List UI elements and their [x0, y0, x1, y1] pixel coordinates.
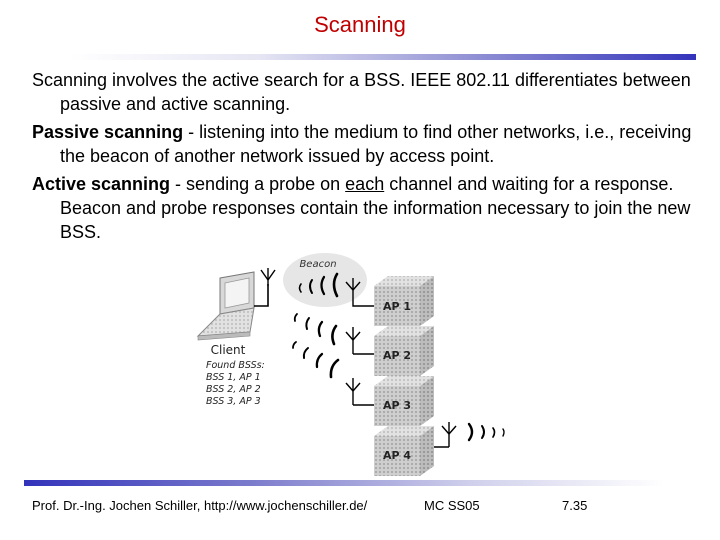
active-scanning-term: Active scanning	[32, 174, 171, 194]
title-divider-bar	[70, 54, 696, 60]
ap-label: AP 3	[383, 399, 411, 412]
ap1-antenna-icon	[345, 278, 374, 307]
passive-scanning-text: - listening into the medium to find othe…	[60, 122, 692, 166]
slide-title: Scanning	[314, 12, 406, 37]
scanning-diagram: Beacon Client Found BSSs: BSS 1, AP 1 BS…	[190, 250, 530, 480]
laptop-icon	[196, 271, 255, 341]
beacon-cloud: Beacon	[283, 253, 367, 307]
slide-body: Scanning involves the active search for …	[32, 68, 702, 248]
paragraph-active-scanning: Active scanning - sending a probe on eac…	[32, 172, 702, 244]
found-bss-item: BSS 2, AP 2	[206, 384, 261, 395]
beacon-label: Beacon	[299, 259, 336, 270]
passive-scanning-term: Passive scanning	[32, 122, 184, 142]
footer-course: MC SS05	[424, 498, 480, 513]
client-label: Client	[211, 343, 246, 357]
client-antenna-icon	[260, 268, 276, 286]
ap4-wave-icon	[467, 422, 505, 442]
found-bss-item: BSS 1, AP 1	[206, 372, 261, 383]
access-point-ap2: AP 2	[374, 326, 434, 376]
footer-author: Prof. Dr.-Ing. Jochen Schiller, http://w…	[32, 498, 368, 513]
ap2-antenna-icon	[345, 327, 374, 355]
active-scanning-underlined: each	[345, 174, 385, 194]
ap-label: AP 1	[383, 300, 411, 313]
found-bss-heading: Found BSSs:	[206, 360, 265, 371]
access-point-ap4: AP 4	[374, 426, 434, 476]
paragraph-intro: Scanning involves the active search for …	[32, 68, 702, 116]
footer-page-number: 7.35	[562, 498, 588, 513]
active-scanning-text-after: channel and waiting for a response. Beac…	[60, 174, 691, 242]
ap-label: AP 4	[383, 449, 411, 462]
intro-text: Scanning involves the active search for …	[32, 70, 691, 114]
access-point-ap3: AP 3	[374, 376, 434, 426]
active-scanning-text-before: - sending a probe on	[170, 174, 346, 194]
probe-wave-icon	[292, 341, 340, 379]
paragraph-passive-scanning: Passive scanning - listening into the me…	[32, 120, 702, 168]
probe-wave-icon	[293, 313, 338, 346]
found-bss-list: Found BSSs: BSS 1, AP 1 BSS 2, AP 2 BSS …	[206, 360, 265, 407]
ap-label: AP 2	[383, 349, 411, 362]
beacon-wave-icon	[298, 272, 339, 298]
footer-divider-bar	[24, 480, 664, 486]
ap4-antenna-icon	[428, 422, 457, 448]
found-bss-item: BSS 3, AP 3	[206, 396, 261, 407]
ap3-antenna-icon	[345, 378, 374, 406]
access-point-ap1: AP 1	[374, 276, 434, 326]
